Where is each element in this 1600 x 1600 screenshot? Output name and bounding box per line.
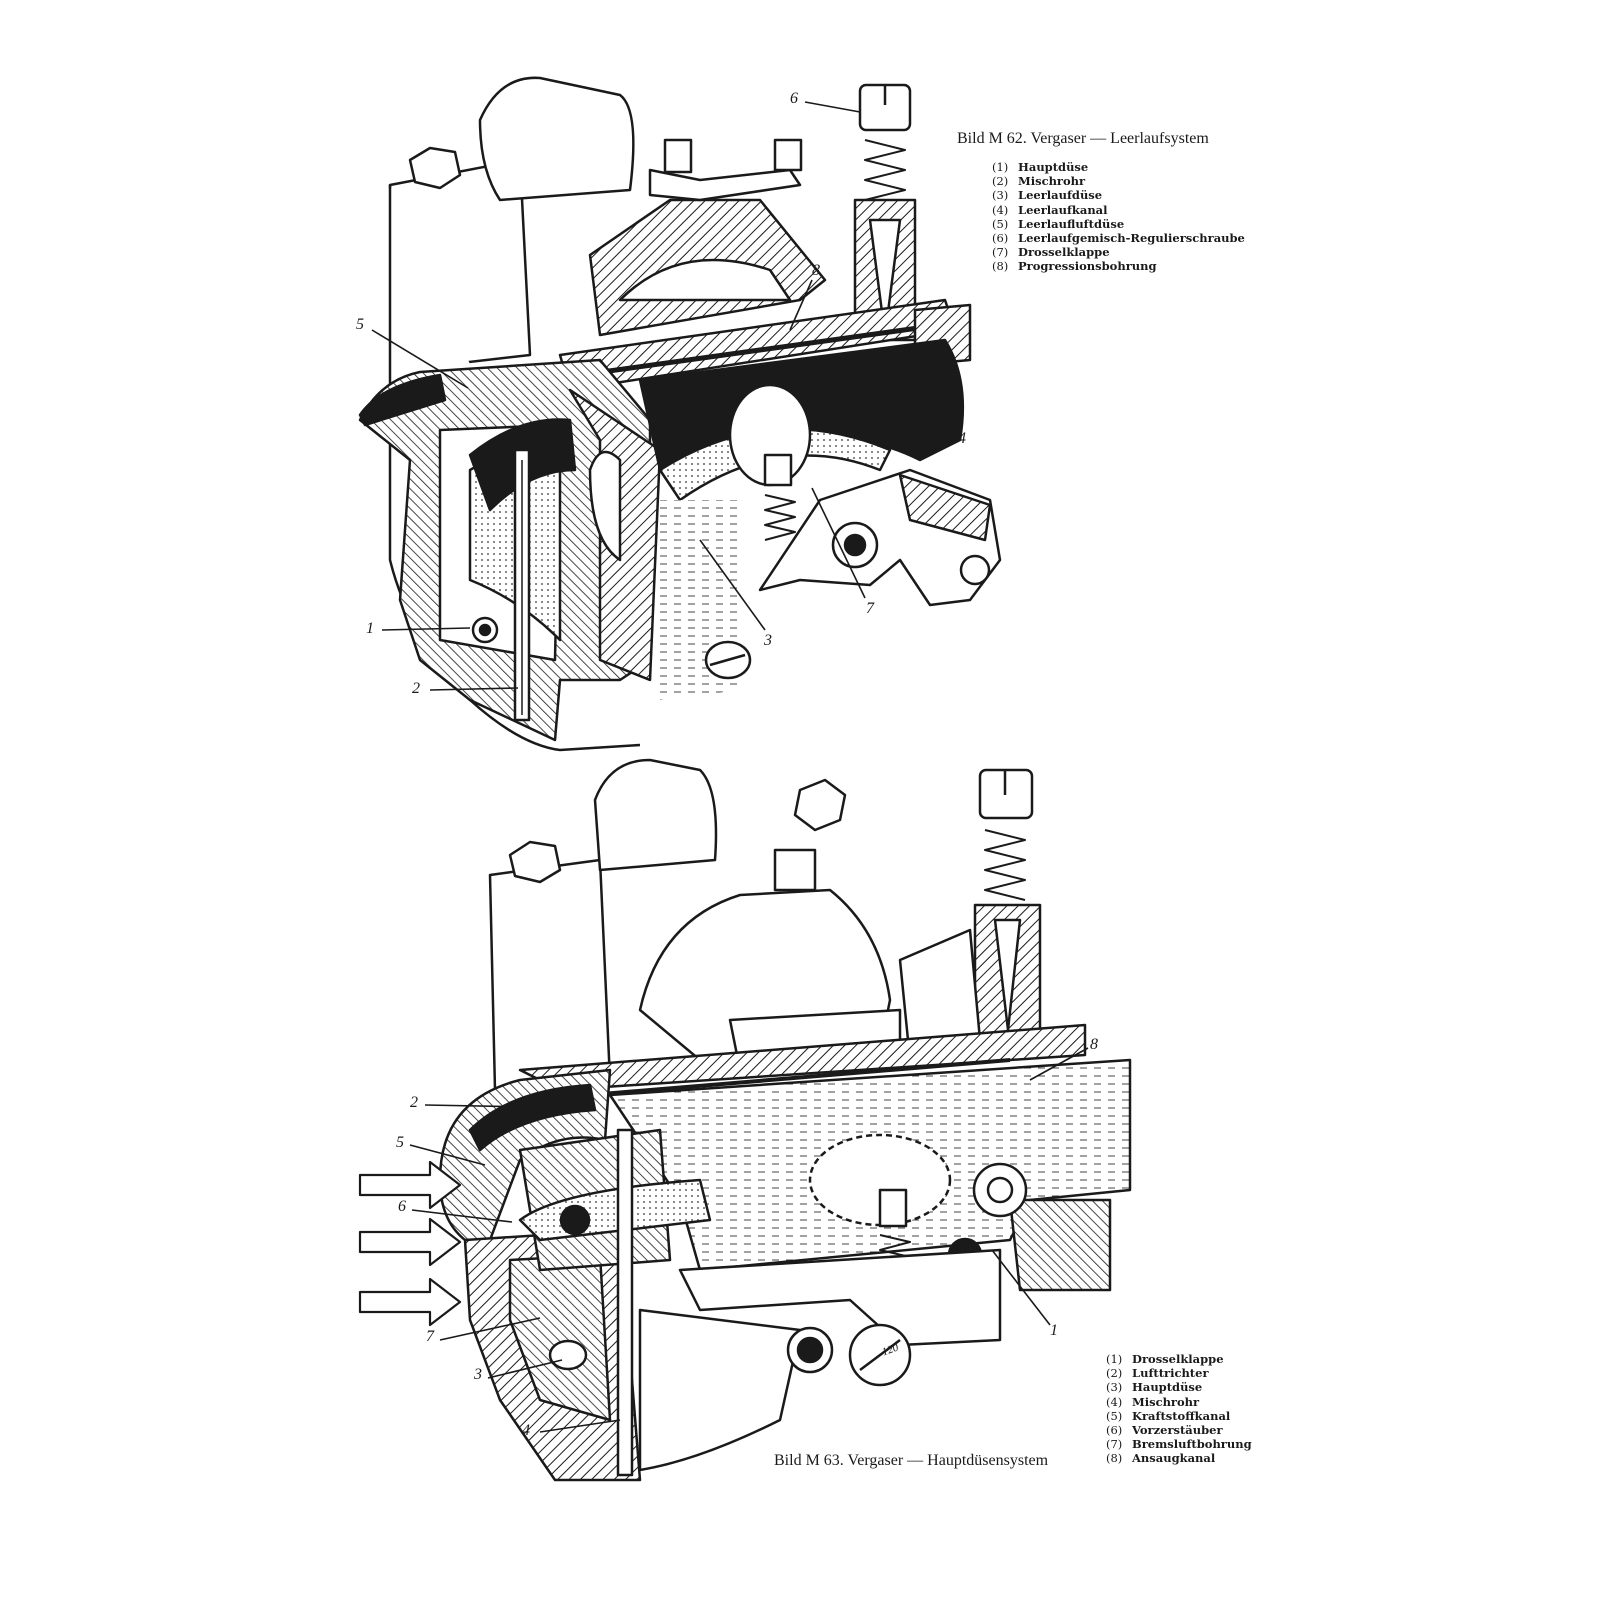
legend-item: (1)Hauptdüse bbox=[992, 160, 1089, 174]
legend-item: (5)Kraftstoffkanal bbox=[1106, 1408, 1231, 1423]
figure-m62-legend: (1)Hauptdüse (2)Mischrohr (3)Leerlaufdüs… bbox=[992, 160, 1245, 274]
m63-callout-5: 5 bbox=[396, 1134, 404, 1151]
legend-item: (8)Progressionsbohrung bbox=[992, 259, 1157, 274]
figure-m62-title: Bild M 62. Vergaser — Leerlaufsystem bbox=[957, 130, 1209, 147]
m62-callout-7: 7 bbox=[866, 600, 874, 617]
legend-item: (2)Mischrohr bbox=[992, 174, 1086, 189]
m62-callout-3: 3 bbox=[764, 632, 772, 649]
m62-callout-1: 1 bbox=[366, 620, 374, 637]
figure-m63-drawing bbox=[358, 758, 1132, 1482]
m62-callout-6: 6 bbox=[790, 90, 798, 107]
legend-item: (7)Bremsluftbohrung bbox=[1106, 1437, 1252, 1452]
leader-lines bbox=[371, 101, 1089, 1433]
legend-item: (1)Drosselklappe bbox=[1106, 1352, 1224, 1366]
airflow-arrows bbox=[358, 1160, 462, 1327]
figure-m63-title: Bild M 63. Vergaser — Hauptdüsensystem bbox=[774, 1452, 1049, 1469]
m63-callout-4: 4 bbox=[522, 1422, 530, 1439]
m63-callout-1: 1 bbox=[1050, 1322, 1058, 1339]
m63-callout-3: 3 bbox=[474, 1366, 482, 1383]
legend-item: (2)Lufttrichter bbox=[1106, 1366, 1209, 1381]
legend-item: (4)Leerlaufkanal bbox=[992, 202, 1108, 217]
m63-callout-8: 8 bbox=[1090, 1036, 1098, 1053]
legend-item: (8)Ansaugkanal bbox=[1106, 1451, 1216, 1466]
m63-callout-7: 7 bbox=[426, 1328, 434, 1345]
m62-callout-5: 5 bbox=[356, 316, 364, 333]
legend-item: (3)Hauptdüse bbox=[1106, 1380, 1203, 1395]
m62-callout-8: 8 bbox=[812, 262, 820, 279]
figure-m62-drawing bbox=[358, 76, 1002, 752]
legend-item: (6)Vorzerstäuber bbox=[1106, 1423, 1223, 1438]
legend-item: (5)Leerlaufluftdüse bbox=[992, 216, 1125, 231]
legend-item: (7)Drosselklappe bbox=[992, 245, 1110, 260]
figure-m63-legend: (1)Drosselklappe (2)Lufttrichter (3)Haup… bbox=[1106, 1352, 1252, 1466]
m63-callout-2: 2 bbox=[410, 1094, 418, 1111]
legend-item: (4)Mischrohr bbox=[1106, 1394, 1200, 1409]
m63-callout-6: 6 bbox=[398, 1198, 406, 1215]
m62-callout-2: 2 bbox=[412, 680, 420, 697]
legend-item: (3)Leerlaufdüse bbox=[992, 188, 1103, 203]
legend-item: (6)Leerlaufgemisch-Regulierschraube bbox=[992, 231, 1245, 246]
m62-callout-4: 4 bbox=[958, 430, 966, 447]
